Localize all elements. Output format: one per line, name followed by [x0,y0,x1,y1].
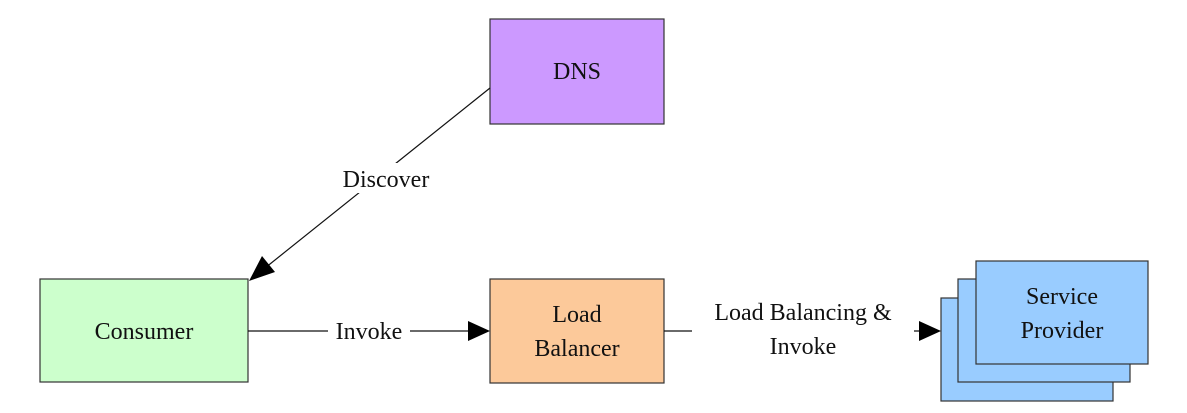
load-balancing-invoke-label-bg [692,296,914,360]
consumer-label: Consumer [95,319,194,345]
invoke-arrowhead [468,321,490,341]
invoke-label-bg [328,317,410,345]
discover-label: Discover [343,167,430,193]
load-balancer-node: Load Balancer [489,278,665,384]
discover-edge: Discover [249,87,491,281]
load-balancing-invoke-edge: Load Balancing & Invoke [664,296,941,360]
load-balancer-label-line2: Balancer [534,336,619,362]
load-balancer-box [489,278,665,384]
discover-label-bg [330,163,442,193]
load-balancing-invoke-label-line1: Load Balancing & [714,300,892,326]
load-balancer-label-line1: Load [552,302,601,328]
dns-label: DNS [553,59,601,85]
consumer-node: Consumer [39,278,249,383]
load-balancing-invoke-label-line2: Invoke [770,334,837,360]
discover-arrowhead [249,256,275,281]
service-provider-box-front [975,260,1149,365]
dns-box [489,18,665,125]
service-provider-label-line1: Service [1026,284,1098,310]
consumer-box [39,278,249,383]
invoke-edge: Invoke [248,317,490,345]
service-provider-label-line2: Provider [1021,318,1104,344]
service-provider-stack: Service Provider [940,260,1149,402]
dns-node: DNS [489,18,665,125]
invoke-label: Invoke [336,319,403,345]
load-balancing-invoke-arrowhead [919,321,941,341]
